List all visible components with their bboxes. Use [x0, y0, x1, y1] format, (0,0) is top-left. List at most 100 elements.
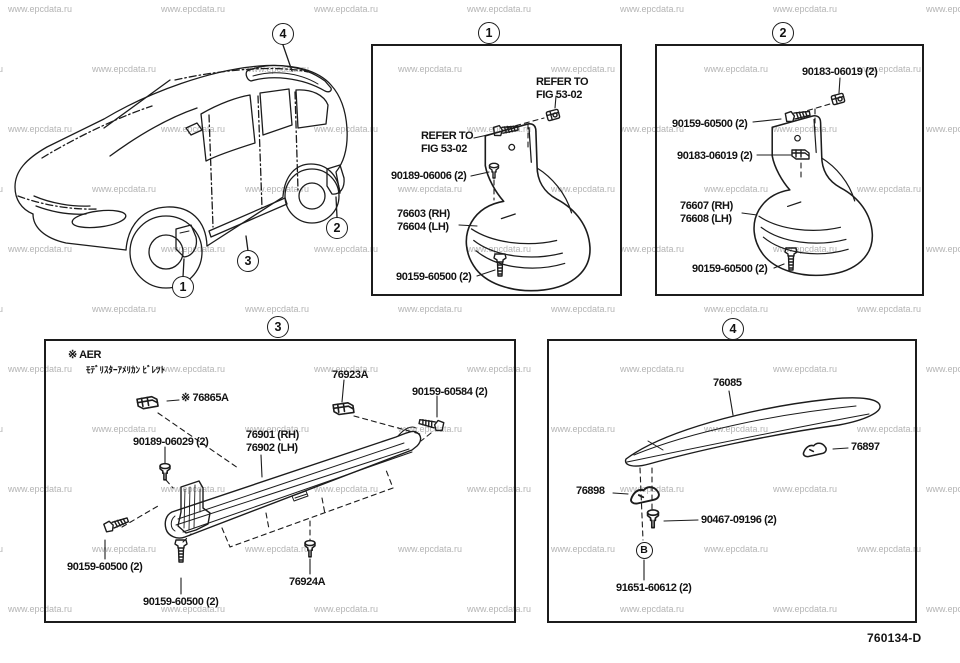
watermark: www.epcdata.ru [398, 64, 463, 74]
note-aer-jp: ﾓﾃﾞﾘｽﾀｰｱﾒﾘｶﾝ ﾋﾞﾚﾂﾄ [86, 365, 166, 375]
part-91651-60612: 91651-60612 (2) [616, 582, 692, 594]
part-76898: 76898 [576, 485, 605, 497]
part-76923a: 76923A [332, 369, 369, 381]
part-90467-09196: 90467-09196 (2) [701, 514, 777, 526]
watermark: www.epcdata.ru [620, 4, 685, 14]
watermark: www.epcdata.ru [245, 64, 310, 74]
watermark: www.epcdata.ru [8, 364, 73, 374]
watermark: www.epcdata.ru [704, 64, 769, 74]
part-76603-76604: 76603 (RH) 76604 (LH) [397, 208, 450, 233]
watermark: www.epcdata.ru [620, 244, 685, 254]
watermark: www.epcdata.ru [0, 424, 4, 434]
car-callout-3: 3 [237, 250, 259, 272]
panel-box-1 [371, 44, 622, 296]
watermark: www.epcdata.ru [620, 364, 685, 374]
watermark: www.epcdata.ru [773, 604, 838, 614]
panel-box-2 [655, 44, 924, 296]
watermark: www.epcdata.ru [857, 184, 922, 194]
part-90159-60500-c: 90159-60500 (2) [692, 263, 768, 275]
watermark: www.epcdata.ru [314, 364, 379, 374]
watermark: www.epcdata.ru [704, 184, 769, 194]
watermark: www.epcdata.ru [773, 4, 838, 14]
watermark: www.epcdata.ru [620, 124, 685, 134]
watermark: www.epcdata.ru [92, 64, 157, 74]
watermark: www.epcdata.ru [161, 244, 226, 254]
car-rear-mudguard-part [326, 164, 345, 195]
watermark: www.epcdata.ru [8, 124, 73, 134]
car-callout-4: 4 [272, 23, 294, 45]
watermark: www.epcdata.ru [704, 304, 769, 314]
watermark: www.epcdata.ru [0, 304, 4, 314]
watermark: www.epcdata.ru [245, 184, 310, 194]
watermark: www.epcdata.ru [161, 364, 226, 374]
part-90159-60500-e: 90159-60500 (2) [143, 596, 219, 608]
watermark: www.epcdata.ru [467, 604, 532, 614]
watermark: www.epcdata.ru [314, 244, 379, 254]
bolt-callout-b: B [635, 541, 653, 559]
watermark: www.epcdata.ru [773, 364, 838, 374]
watermark: www.epcdata.ru [551, 304, 616, 314]
part-76607-76608: 76607 (RH) 76608 (LH) [680, 200, 733, 225]
watermark: www.epcdata.ru [8, 4, 73, 14]
car-callout-2: 2 [326, 217, 348, 239]
watermark: www.epcdata.ru [926, 4, 960, 14]
drawing-code: 760134-D [867, 631, 922, 645]
watermark: www.epcdata.ru [467, 4, 532, 14]
watermark: www.epcdata.ru [620, 604, 685, 614]
watermark: www.epcdata.ru [926, 364, 960, 374]
part-90159-60500-d: 90159-60500 (2) [67, 561, 143, 573]
part-90183-06019-a: 90183-06019 (2) [802, 66, 878, 78]
part-90189-06029: 90189-06029 (2) [133, 436, 209, 448]
watermark: www.epcdata.ru [245, 304, 310, 314]
watermark: www.epcdata.ru [467, 484, 532, 494]
part-90159-60500-b: 90159-60500 (2) [672, 118, 748, 130]
watermark: www.epcdata.ru [8, 244, 73, 254]
watermark: www.epcdata.ru [8, 604, 73, 614]
watermark: www.epcdata.ru [857, 424, 922, 434]
watermark: www.epcdata.ru [398, 304, 463, 314]
part-90183-06019-b: 90183-06019 (2) [677, 150, 753, 162]
watermark: www.epcdata.ru [8, 484, 73, 494]
part-76085: 76085 [713, 377, 742, 389]
panel3-callout: 3 [267, 316, 289, 338]
watermark: www.epcdata.ru [551, 544, 616, 554]
watermark: www.epcdata.ru [161, 124, 226, 134]
watermark: www.epcdata.ru [0, 544, 4, 554]
part-76865a: ※ 76865A [181, 392, 229, 404]
part-76901-76902: 76901 (RH) 76902 (LH) [246, 429, 299, 454]
watermark: www.epcdata.ru [314, 124, 379, 134]
watermark: www.epcdata.ru [857, 304, 922, 314]
watermark: www.epcdata.ru [92, 184, 157, 194]
watermark: www.epcdata.ru [0, 64, 4, 74]
panel4-callout: 4 [722, 318, 744, 340]
car-callout-1: 1 [172, 276, 194, 298]
refer-fig-left: REFER TO FIG 53-02 [421, 130, 474, 155]
car-rocker-molding-part [208, 197, 288, 238]
watermark: www.epcdata.ru [314, 604, 379, 614]
part-90159-60500-a: 90159-60500 (2) [396, 271, 472, 283]
watermark: www.epcdata.ru [551, 64, 616, 74]
watermark: www.epcdata.ru [926, 484, 960, 494]
panel1-callout: 1 [478, 22, 500, 44]
watermark: www.epcdata.ru [926, 124, 960, 134]
watermark: www.epcdata.ru [0, 184, 4, 194]
refer-fig-right: REFER TO FIG 53-02 [536, 76, 589, 101]
part-90189-06006: 90189-06006 (2) [391, 170, 467, 182]
watermark: www.epcdata.ru [161, 604, 226, 614]
watermark: www.epcdata.ru [857, 64, 922, 74]
watermark: www.epcdata.ru [398, 184, 463, 194]
watermark: www.epcdata.ru [314, 4, 379, 14]
watermark: www.epcdata.ru [467, 364, 532, 374]
watermark: www.epcdata.ru [857, 544, 922, 554]
panel-box-4 [547, 339, 917, 623]
watermark: www.epcdata.ru [926, 604, 960, 614]
watermark: www.epcdata.ru [551, 424, 616, 434]
part-90159-60584: 90159-60584 (2) [412, 386, 488, 398]
note-aer: ※ AER [68, 349, 102, 361]
panel2-callout: 2 [772, 22, 794, 44]
watermark: www.epcdata.ru [161, 4, 226, 14]
watermark: www.epcdata.ru [92, 304, 157, 314]
part-76924a: 76924A [289, 576, 326, 588]
panel-box-3 [44, 339, 516, 623]
